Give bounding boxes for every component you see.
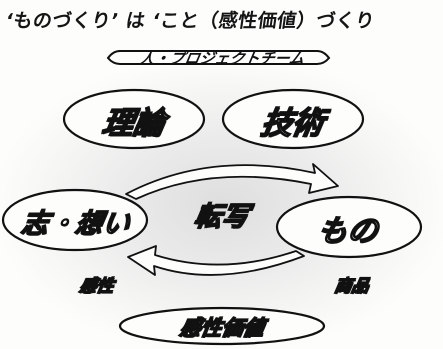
- team-banner-outline: [106, 50, 331, 65]
- kansei-value-label: 感性価値: [177, 315, 267, 340]
- theory-ellipse: [62, 88, 206, 150]
- product-thing-label: もの: [314, 213, 382, 249]
- transfer-label: 転写: [191, 201, 252, 233]
- team-label: 人・プロジェクトチーム: [138, 49, 306, 68]
- upper-cycle-arrow: [125, 163, 339, 200]
- product-thing-ellipse: [275, 195, 423, 259]
- theory-label: 理論: [99, 105, 169, 142]
- aspiration-ellipse: [1, 188, 149, 252]
- merchandise-label: 商品: [332, 276, 371, 297]
- lower-cycle-arrow: [127, 245, 305, 276]
- technology-label: 技術: [258, 105, 328, 142]
- technology-ellipse: [221, 88, 365, 150]
- kansei-label: 感性: [77, 276, 116, 297]
- kansei-value-ellipse: [118, 306, 326, 346]
- aspiration-label: 志・想い: [18, 208, 133, 240]
